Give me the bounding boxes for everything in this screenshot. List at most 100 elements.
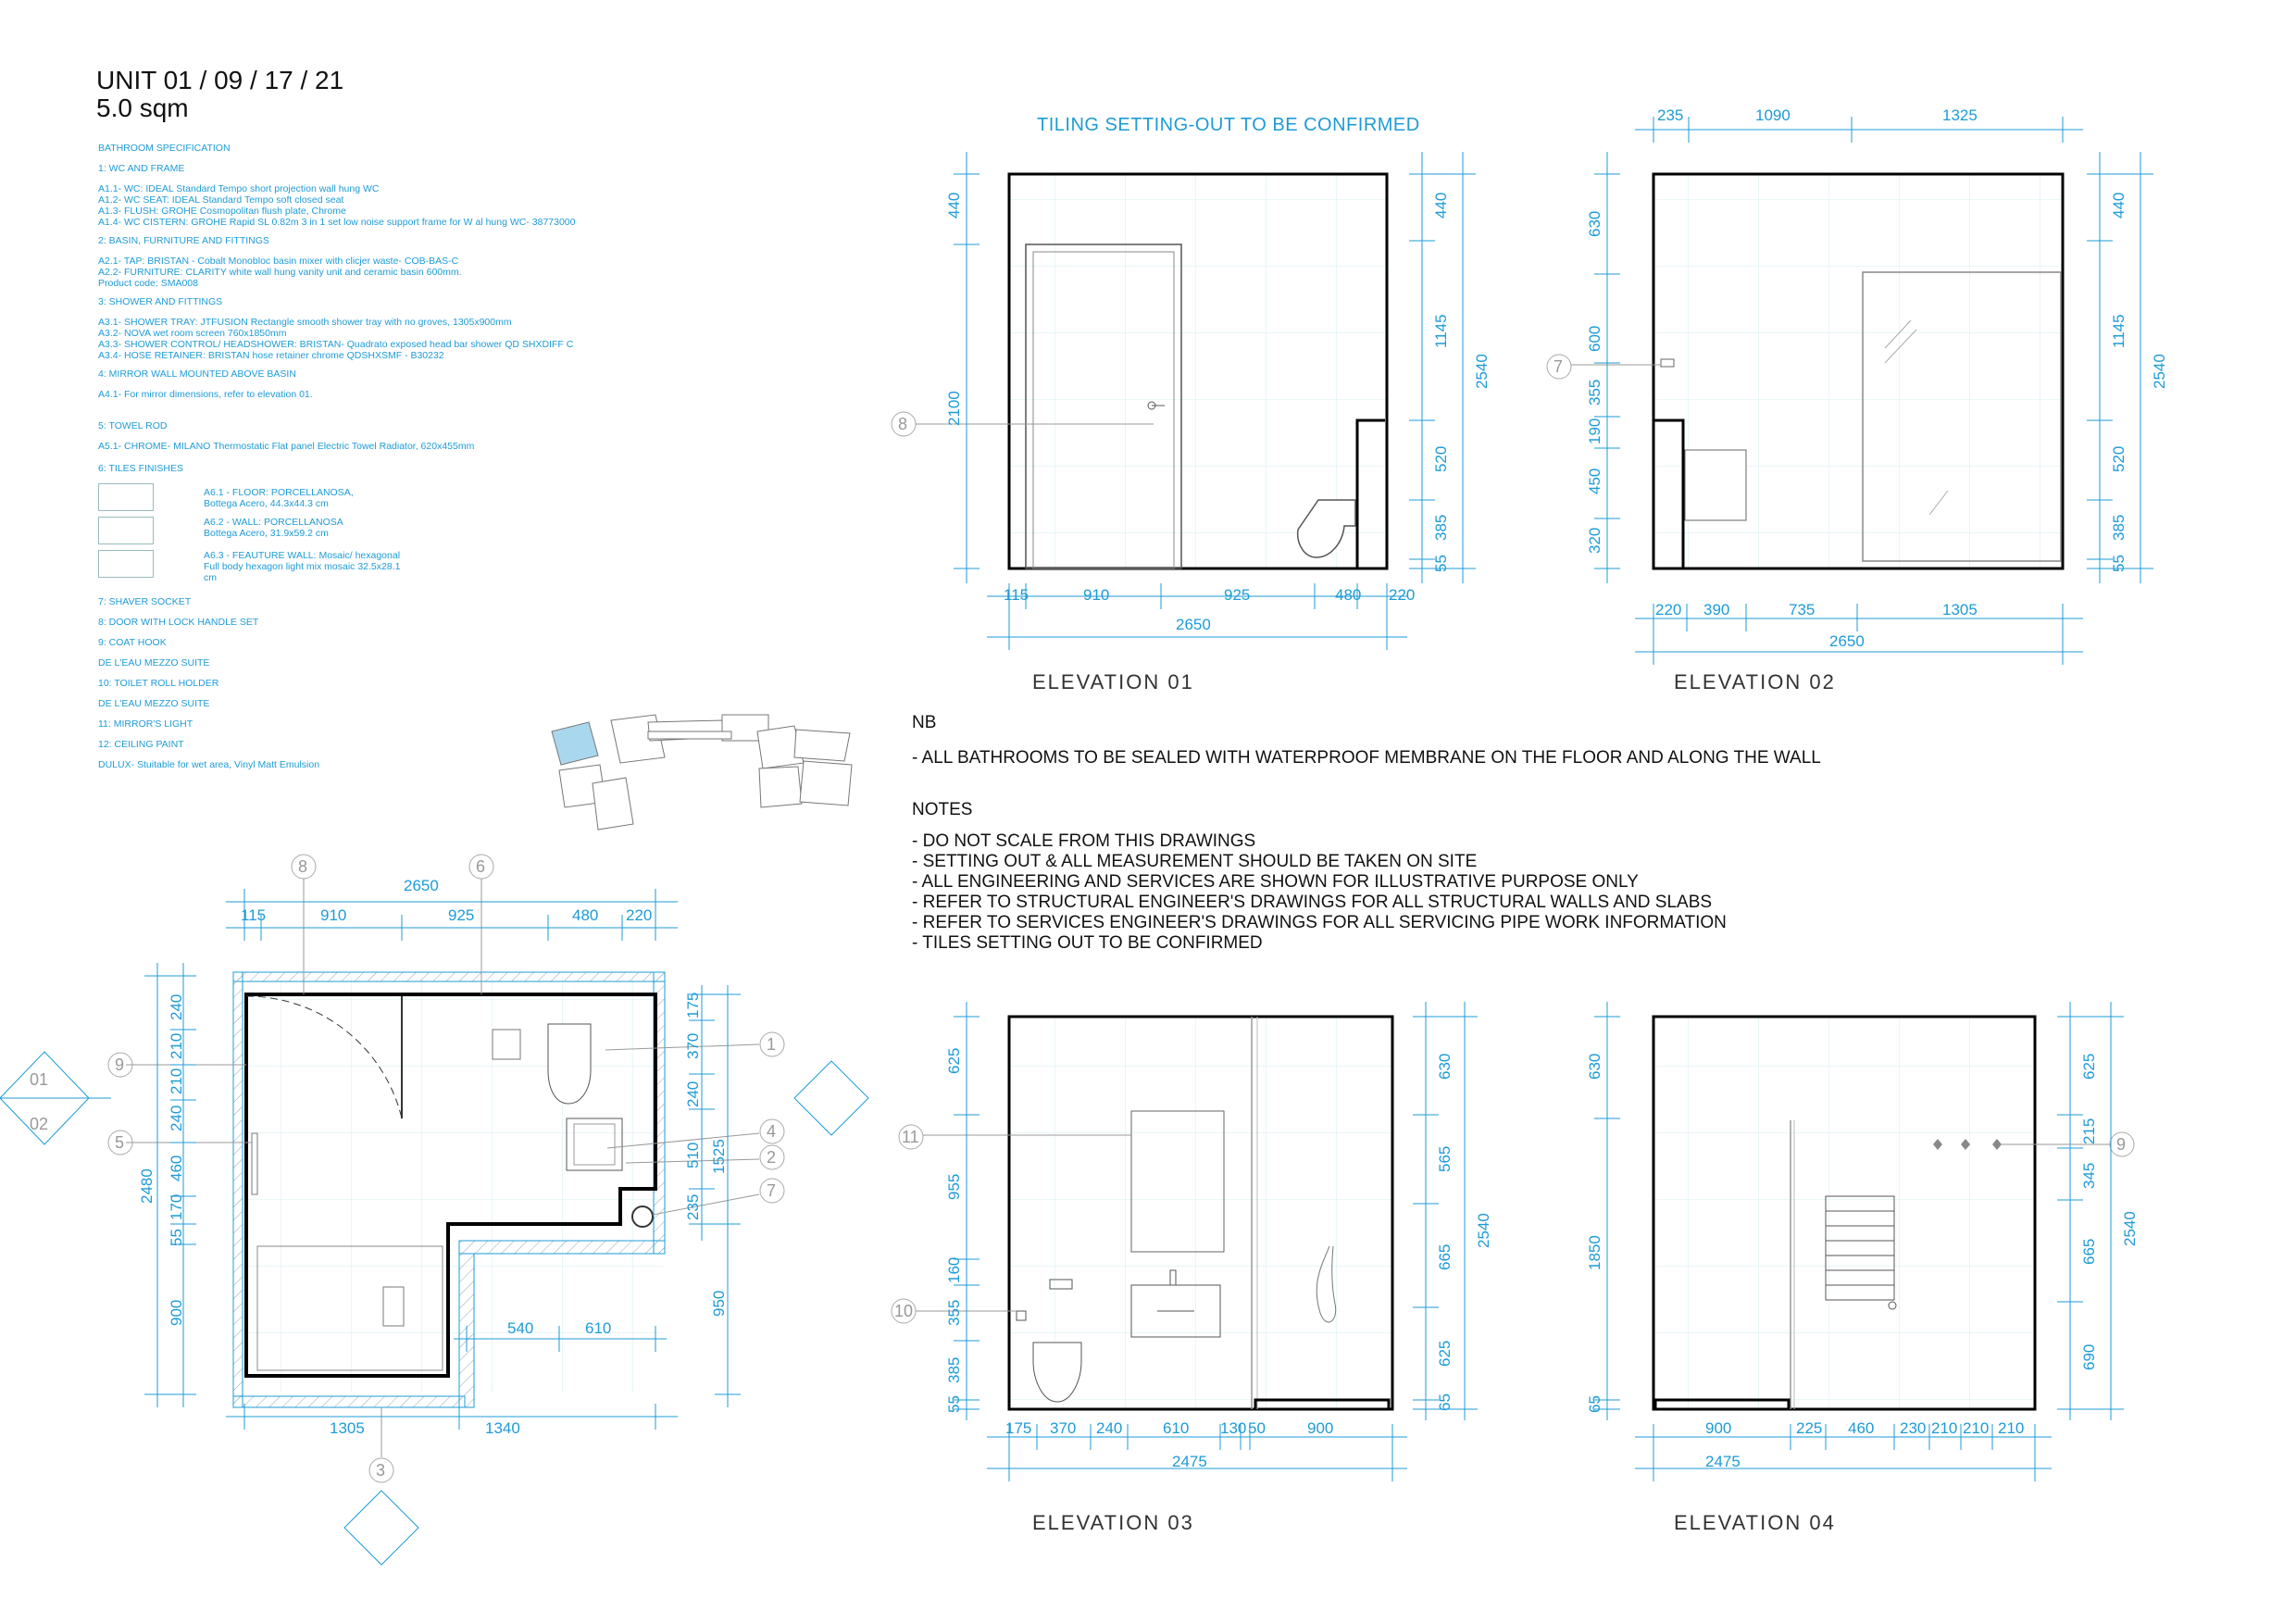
e2-dim-l4: 450 — [1586, 468, 1603, 494]
e1-dim-r1: 1145 — [1432, 314, 1450, 348]
plan-dim-r4: 235 — [684, 1194, 702, 1220]
e3-dim-l1: 955 — [945, 1174, 963, 1200]
spec-line: A3.3- SHOWER CONTROL/ HEADSHOWER: BRISTA… — [98, 339, 574, 350]
e2-dim-r2: 520 — [2110, 446, 2128, 472]
e3-dim-right-total: 2540 — [1475, 1213, 1492, 1248]
note-line: - DO NOT SCALE FROM THIS DRAWINGS — [912, 831, 1256, 851]
plan-wc — [547, 1023, 592, 1105]
tag-11-circle — [898, 1124, 924, 1150]
e4-dim-b2: 460 — [1848, 1419, 1874, 1437]
elevation-02: 7 235 1090 1325 220 390 735 1305 2650 63… — [1546, 106, 2168, 665]
plan-dim-l3: 240 — [168, 1106, 185, 1131]
tag-7-plan-leader — [652, 1193, 760, 1216]
e2-dim-l2: 355 — [1586, 380, 1603, 406]
tag-8-plan: 8 — [298, 857, 307, 876]
notes-block: NB - ALL BATHROOMS TO BE SEALED WITH WAT… — [912, 713, 1821, 954]
e3-dim-l3: 355 — [945, 1300, 963, 1326]
plan-shower-tray — [256, 1245, 443, 1371]
e4-dim-r0: 625 — [2080, 1054, 2098, 1080]
plan-dim-t0: 115 — [241, 906, 266, 924]
e3-dim-b6: 900 — [1307, 1419, 1333, 1437]
e2-dim-r0: 440 — [2110, 193, 2128, 219]
e2-glass-mark — [1928, 490, 1949, 516]
e2-dim-l1: 600 — [1586, 326, 1603, 352]
spec-a3: A3.1- SHOWER TRAY: JTFUSION Rectangle sm… — [98, 317, 617, 361]
plan-shaver-socket — [631, 1206, 654, 1228]
plan-dim-b1: 1340 — [485, 1419, 520, 1437]
e3-outline — [1007, 1015, 1394, 1411]
plan-grid — [244, 976, 663, 1393]
tile-swatch — [98, 517, 154, 544]
elevation-03: 11 10 175 370 240 610 130 50 900 2475 62… — [891, 1002, 1478, 1481]
plan-door-swing — [245, 995, 403, 1119]
tile-swatch — [98, 550, 154, 578]
e3-dim-r2: 665 — [1436, 1244, 1454, 1270]
spec-section-1: 1: WC AND FRAME — [98, 163, 185, 174]
e2-shaver-socket — [1660, 358, 1675, 368]
e2-vanity — [1684, 449, 1747, 521]
e3-dim-l0: 625 — [945, 1048, 963, 1074]
tag-4-leader — [606, 1132, 760, 1149]
e3-dim-l4: 385 — [945, 1357, 963, 1383]
e1-dim-rtotal: 2540 — [1473, 354, 1491, 389]
spec-section-8: 8: DOOR WITH LOCK HANDLE SET — [98, 617, 259, 628]
elevation-04: 9 900 225 460 230 210 210 210 2475 630 1… — [1586, 1002, 2139, 1481]
e3-shower-hose — [1316, 1245, 1337, 1323]
plan-dim-t1: 910 — [320, 906, 346, 924]
spec-line: A2.2- FURNITURE: CLARITY white wall hung… — [98, 267, 462, 278]
tile-line: cm — [204, 572, 217, 583]
e4-dim-b1: 225 — [1796, 1419, 1822, 1437]
plan-basin — [573, 1123, 616, 1166]
e1-dim-r4: 55 — [1432, 555, 1450, 572]
e2-dim-t1: 1090 — [1755, 106, 1791, 124]
e2-glass-mark — [1884, 319, 1912, 349]
e2-dim-l3: 190 — [1586, 418, 1603, 444]
nb-title: NB — [912, 713, 937, 732]
notes-title: NOTES — [912, 800, 973, 819]
e2-dim-l0: 630 — [1586, 211, 1603, 237]
e2-dim-b0: 220 — [1655, 601, 1681, 618]
e4-dim-l0: 630 — [1586, 1054, 1603, 1080]
plan-dim-b0: 1305 — [330, 1419, 365, 1437]
e3-dim-r0: 630 — [1436, 1054, 1454, 1080]
spec-line: A2.1- TAP: BRISTAN - Cobalt Monobloc bas… — [98, 256, 459, 267]
e3-dim-l2: 160 — [945, 1257, 963, 1283]
e1-dim-b4: 220 — [1389, 586, 1415, 604]
tile-line: Full body hexagon light mix mosaic 32.5x… — [204, 561, 401, 572]
e3-wc — [1032, 1342, 1082, 1403]
spec-line: A3.4- HOSE RETAINER: BRISTAN hose retain… — [98, 350, 444, 361]
e3-dim-b0: 175 — [1005, 1419, 1031, 1437]
tile-feature: A6.3 - FEAUTURE WALL: Mosaic/ hexagonal … — [98, 550, 617, 583]
tag-2-leader — [625, 1158, 760, 1164]
e4-dim-rtotal: 2540 — [2121, 1211, 2139, 1246]
tag-9-plan: 9 — [115, 1056, 124, 1074]
tag-10: 10 — [894, 1302, 913, 1320]
tile-floor: A6.1 - FLOOR: PORCELLANOSA, Bottega Acer… — [98, 483, 617, 511]
e1-dim-l0: 440 — [945, 193, 963, 219]
e1-dim-r3: 385 — [1432, 515, 1450, 541]
e3-tray — [1254, 1398, 1391, 1409]
section-marker-bottom — [343, 1490, 419, 1566]
e3-mirror — [1130, 1110, 1225, 1253]
tag-1: 1 — [767, 1035, 776, 1054]
tile-wall: A6.2 - WALL: PORCELLANOSA Bottega Acero,… — [98, 517, 617, 544]
e2-dim-l5: 320 — [1586, 528, 1603, 554]
e4-dim-r1: 215 — [2080, 1118, 2098, 1144]
e4-dim-r3: 665 — [2080, 1239, 2098, 1265]
tag-6: 6 — [476, 857, 485, 876]
floor-plan: 1 2 4 7 9 5 3 8 6 01 02 2650 115 910 925… — [0, 854, 869, 1566]
e3-dim-total: 2475 — [1172, 1453, 1207, 1470]
e4-dim-l1: 1850 — [1586, 1235, 1603, 1270]
elevation-03-label: ELEVATION 03 — [1032, 1511, 1194, 1534]
e1-dim-b2: 925 — [1224, 586, 1250, 604]
e4-dim-r2: 345 — [2080, 1163, 2098, 1189]
spec-line: A3.1- SHOWER TRAY: JTFUSION Rectangle sm… — [98, 317, 512, 328]
e1-dim-r0: 440 — [1432, 193, 1450, 219]
plan-towel-radiator — [251, 1132, 258, 1195]
tile-line: A6.3 - FEAUTURE WALL: Mosaic/ hexagonal — [204, 550, 401, 561]
spec-line: A1.3- FLUSH: GROHE Cosmopolitan flush pl… — [98, 206, 346, 217]
e4-outline — [1652, 1015, 2037, 1411]
plan-wall-left — [232, 971, 243, 1408]
e3-dim-l5: 55 — [945, 1395, 963, 1413]
plan-dim-l1: 210 — [168, 1033, 185, 1059]
